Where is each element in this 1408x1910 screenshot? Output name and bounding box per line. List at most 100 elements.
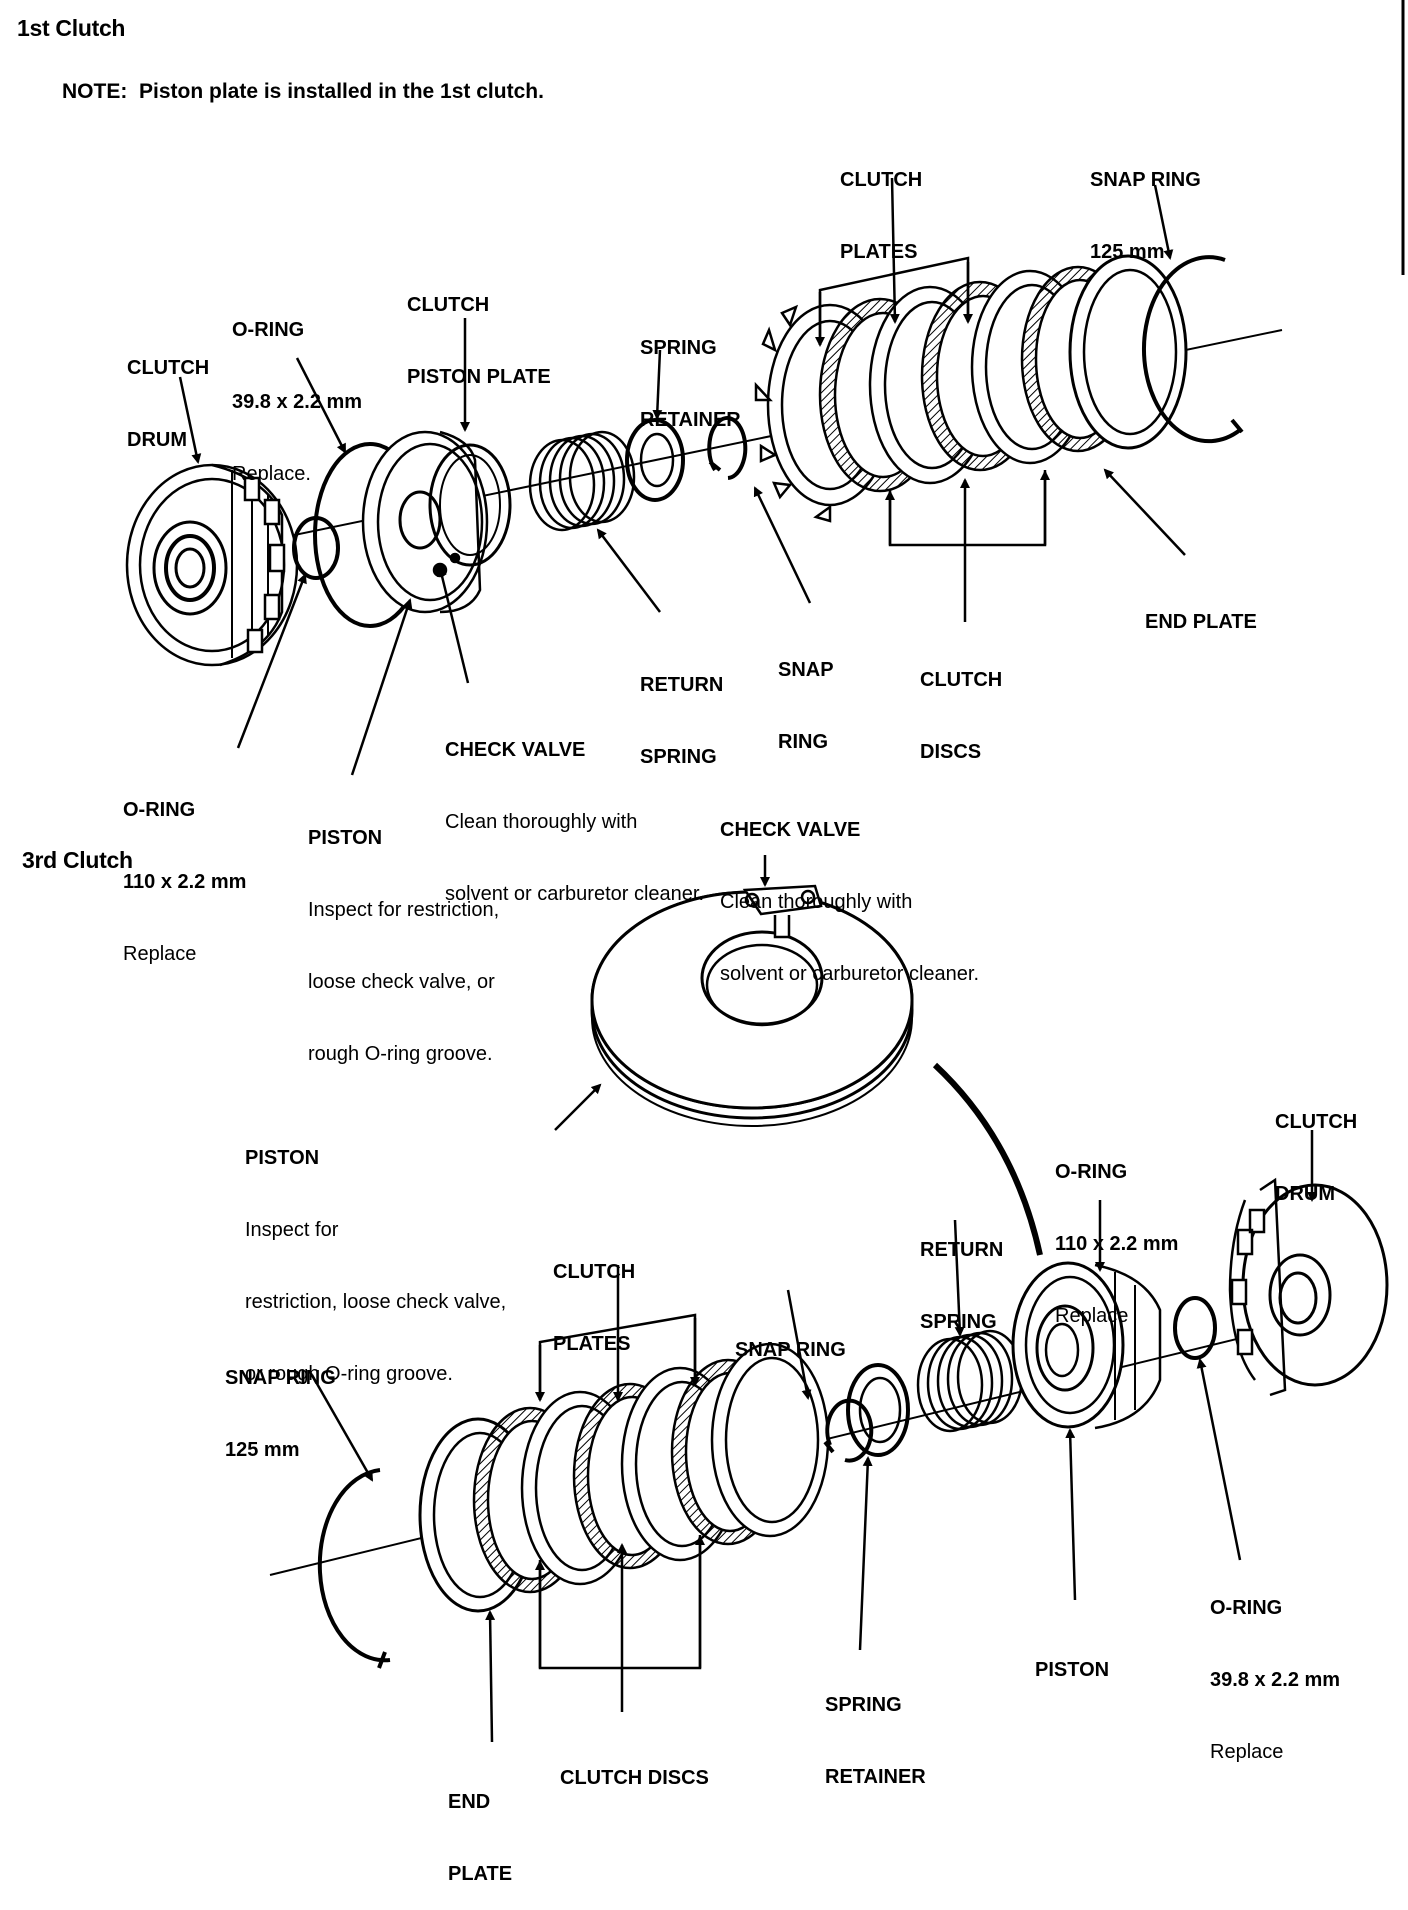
label-line: PISTON PLATE <box>407 366 551 388</box>
label-3rd-end-plate: END PLATE <box>448 1742 512 1910</box>
label-line: RETAINER <box>640 409 741 431</box>
label-line: SNAP RING <box>1090 169 1201 191</box>
third-clutch-drum <box>1228 1177 1389 1397</box>
third-clutch-pack <box>418 1342 830 1613</box>
label-line: CLUTCH <box>127 357 210 379</box>
label-line: 110 x 2.2 mm <box>123 871 247 893</box>
third-large-piston <box>590 884 914 1127</box>
label-3rd-check-valve: CHECK VALVE Clean thoroughly with solven… <box>720 770 979 1010</box>
label-line: DISCS <box>920 741 982 763</box>
label-line: SPRING <box>920 1311 997 1333</box>
label-line: Clean thoroughly with <box>720 891 913 913</box>
label-line: CLUTCH <box>407 294 490 316</box>
first-clutch-pack <box>754 254 1188 523</box>
label-line: CLUTCH <box>920 669 1003 691</box>
label-line: RING <box>778 731 828 753</box>
label-1st-o-ring-110: O-RING 110 x 2.2 mm Replace <box>123 750 246 990</box>
label-line: solvent or carburetor cleaner. <box>720 963 980 985</box>
label-3rd-snap-ring: SNAP RING <box>735 1290 846 1386</box>
label-line: O-RING <box>1055 1161 1128 1183</box>
label-line: Replace <box>1055 1305 1129 1327</box>
exploded-clutch-diagram <box>125 0 1405 1743</box>
label-line: 110 x 2.2 mm <box>1055 1233 1179 1255</box>
label-3rd-spring-retainer: SPRING RETAINER <box>825 1645 926 1813</box>
third-clutch-assembly <box>269 884 1389 1669</box>
label-line: PLATES <box>553 1333 631 1355</box>
label-line: CLUTCH <box>1275 1111 1358 1133</box>
label-line: RETAINER <box>825 1766 926 1788</box>
label-line: PISTON <box>1035 1659 1110 1681</box>
third-small-o-ring <box>1173 1296 1217 1360</box>
label-line: PISTON <box>308 827 383 849</box>
label-line: O-RING <box>232 319 305 341</box>
third-snap-ring-125 <box>317 1468 391 1669</box>
label-line: O-RING <box>1210 1597 1283 1619</box>
first-leader-lines <box>178 177 1186 776</box>
label-line: CHECK VALVE <box>445 739 586 761</box>
label-line: loose check valve, or <box>308 971 495 993</box>
label-3rd-piston-inspect: PISTON Inspect for restriction, loose ch… <box>245 1098 506 1410</box>
label-3rd-clutch-plates: CLUTCH PLATES <box>553 1212 635 1380</box>
label-line: SNAP RING <box>225 1367 336 1389</box>
first-piston <box>361 430 512 614</box>
label-line: 39.8 x 2.2 mm <box>232 391 363 413</box>
label-line: RETURN <box>920 1239 1004 1261</box>
label-line: O-RING <box>123 799 196 821</box>
label-line: Replace <box>123 943 197 965</box>
label-line: Clean thoroughly with <box>445 811 638 833</box>
first-snap-ring <box>707 416 748 480</box>
label-line: 39.8 x 2.2 mm <box>1210 1669 1341 1691</box>
label-line: SNAP <box>778 659 834 681</box>
label-line: PLATE <box>448 1863 513 1885</box>
label-line: PLATES <box>840 241 918 263</box>
label-line: or rough O-ring groove. <box>245 1363 453 1385</box>
section-title-3rd-clutch: 3rd Clutch <box>22 847 133 873</box>
label-line: Replace. <box>232 463 311 485</box>
label-line: CLUTCH <box>553 1261 636 1283</box>
label-1st-spring-retainer: SPRING RETAINER <box>640 288 741 456</box>
label-3rd-return-spring: RETURN SPRING <box>920 1190 1003 1358</box>
label-line: DRUM <box>127 429 187 451</box>
first-clutch-drum <box>125 463 299 667</box>
label-3rd-o-ring-39: O-RING 39.8 x 2.2 mm Replace <box>1210 1548 1340 1788</box>
label-line: END <box>448 1791 491 1813</box>
label-line: RETURN <box>640 674 724 696</box>
label-line: SPRING <box>825 1694 902 1716</box>
section-title-1st-clutch: 1st Clutch <box>17 15 126 41</box>
label-line: 125 mm <box>1090 241 1165 263</box>
label-line: DRUM <box>1275 1183 1335 1205</box>
label-1st-end-plate: END PLATE <box>1145 562 1257 658</box>
label-line: SPRING <box>640 337 717 359</box>
label-3rd-piston: PISTON <box>1035 1610 1109 1706</box>
label-line: CLUTCH <box>840 169 923 191</box>
first-return-spring <box>528 430 636 532</box>
label-1st-return-spring: RETURN SPRING <box>640 625 723 793</box>
label-1st-clutch-discs: CLUTCH DISCS <box>920 620 1002 788</box>
third-snap-ring <box>823 1398 874 1463</box>
label-line: solvent or carburetor cleaner. <box>445 883 705 905</box>
third-piston-link-line <box>932 1062 1043 1256</box>
third-spring-retainer <box>846 1363 910 1457</box>
label-line: rough O-ring groove. <box>308 1043 493 1065</box>
first-clutch-assembly <box>125 254 1283 667</box>
label-3rd-clutch-drum: CLUTCH DRUM <box>1275 1062 1357 1230</box>
label-line: SPRING <box>640 746 717 768</box>
label-1st-check-valve: CHECK VALVE Clean thoroughly with solven… <box>445 690 704 930</box>
label-line: Inspect for <box>245 1219 339 1241</box>
note-text: NOTE: Piston plate is installed in the 1… <box>62 80 544 103</box>
label-line: SNAP RING <box>735 1339 846 1361</box>
label-line: END PLATE <box>1145 611 1257 633</box>
third-plate-3 <box>710 1342 830 1538</box>
first-spring-retainer <box>625 418 685 502</box>
label-line: 125 mm <box>225 1439 300 1461</box>
label-1st-o-ring-39: O-RING 39.8 x 2.2 mm Replace. <box>232 270 362 510</box>
label-line: CLUTCH DISCS <box>560 1767 709 1789</box>
label-3rd-snap-ring-125: SNAP RING 125 mm <box>225 1318 336 1486</box>
third-piston <box>1011 1261 1162 1430</box>
label-line: restriction, loose check valve, <box>245 1291 507 1313</box>
label-line: CHECK VALVE <box>720 819 861 841</box>
label-3rd-o-ring-110: O-RING 110 x 2.2 mm Replace <box>1055 1112 1178 1352</box>
label-1st-clutch-plates: CLUTCH PLATES <box>840 120 922 288</box>
label-line: Replace <box>1210 1741 1284 1763</box>
label-line: PISTON <box>245 1147 320 1169</box>
